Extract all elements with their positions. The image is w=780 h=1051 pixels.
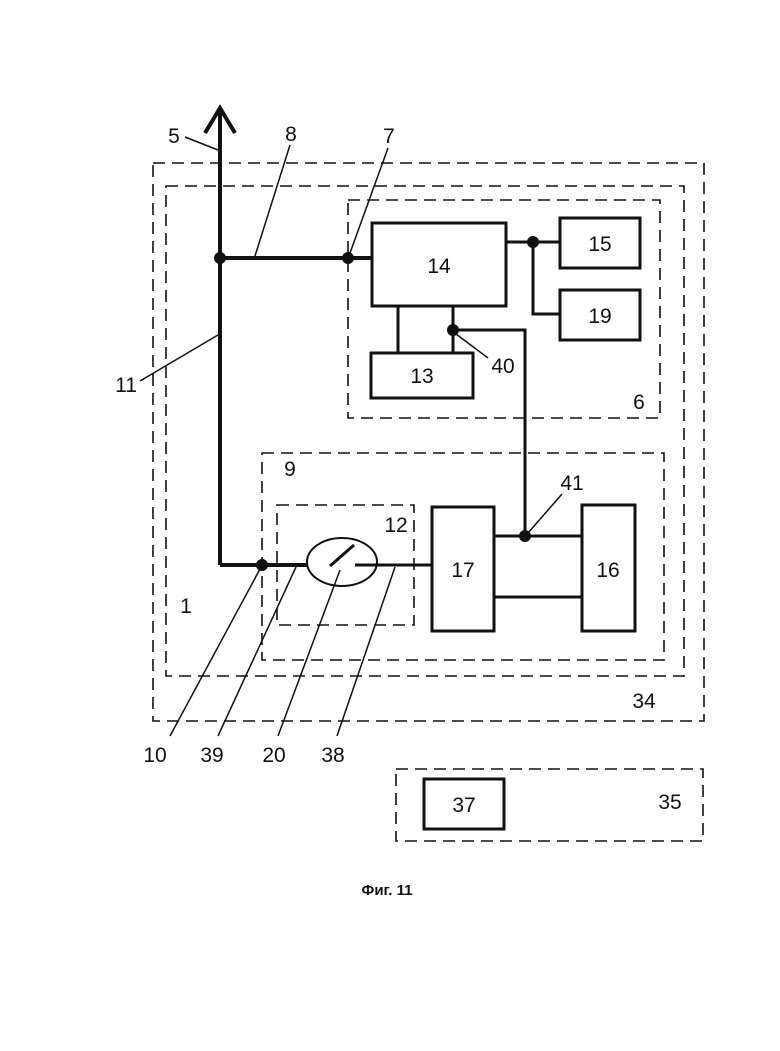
label-16: 16 [596,559,619,582]
label-14: 14 [427,255,451,278]
label-8: 8 [285,123,297,146]
label-35: 35 [658,791,681,814]
enclosure-34 [153,163,704,721]
label-20: 20 [262,744,285,767]
label-39: 39 [200,744,223,767]
leader-38 [337,567,395,736]
label-6: 6 [633,391,645,414]
leader-41 [528,494,562,533]
figure-caption: Фиг. 11 [362,882,413,899]
junction-dot-10 [256,559,268,571]
label-19: 19 [588,305,611,328]
label-37: 37 [452,794,475,817]
label-40: 40 [491,355,514,378]
label-34: 34 [632,690,656,713]
label-5: 5 [168,125,180,148]
label-17: 17 [451,559,474,582]
label-1: 1 [180,595,192,618]
enclosure-6 [348,200,660,418]
leader-5 [185,137,218,150]
switch-20-contact [330,545,354,566]
leader-20 [278,570,340,736]
leader-8 [255,145,290,256]
junction-dot-7 [342,252,354,264]
label-12: 12 [384,514,407,537]
enclosure-9 [262,453,664,660]
switch-20-circle [307,538,377,586]
label-7: 7 [383,125,395,148]
leader-11 [140,335,218,381]
junction-dot [527,236,539,248]
label-11: 11 [115,374,137,397]
wire-14-19 [533,242,560,314]
label-41: 41 [560,472,583,495]
label-38: 38 [321,744,344,767]
label-15: 15 [588,233,611,256]
label-13: 13 [410,365,433,388]
leader-39 [218,567,296,736]
label-10: 10 [143,744,166,767]
junction-dot [214,252,226,264]
label-9: 9 [284,458,296,481]
